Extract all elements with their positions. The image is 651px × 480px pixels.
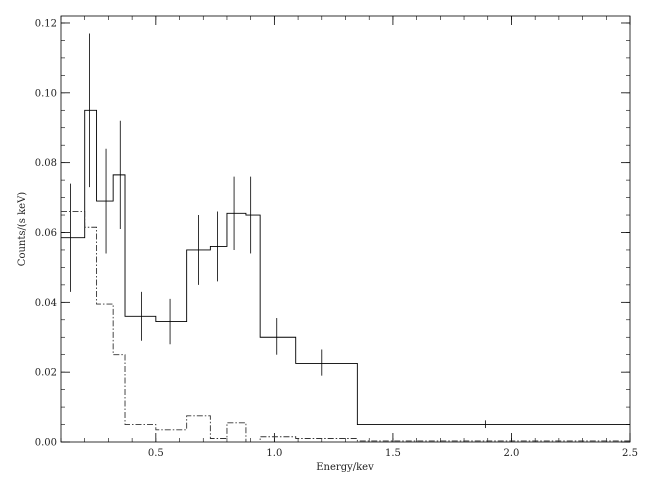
y-tick-label: 0.08 [35,158,57,169]
series-layer [61,33,630,443]
y-axis-ticks: 0.00 0.02 0.04 0.06 0.08 0.10 0.12 [35,18,630,449]
series-1-step-line [61,211,630,443]
series-0 [61,33,630,429]
y-tick-label: 0.00 [35,438,57,449]
x-tick-label: 1.5 [385,448,401,459]
y-tick-label: 0.12 [35,18,57,29]
series-0-step-line [61,109,630,425]
x-tick-label: 2.5 [622,448,638,459]
minor-ticks [60,16,631,443]
y-axis-label: Counts/(s keV) [17,192,28,266]
x-axis-label: Energy/kev [316,462,374,473]
y-tick-label: 0.06 [35,228,57,239]
x-tick-label: 2.0 [504,448,520,459]
x-tick-label: 0.5 [148,448,164,459]
x-axis-ticks: 0.5 1.0 1.5 2.0 2.5 [148,16,638,459]
plot-frame [60,15,631,443]
y-tick-label: 0.02 [35,368,57,379]
y-tick-label: 0.04 [35,298,57,309]
series-1 [61,211,630,443]
x-tick-label: 1.0 [266,448,282,459]
y-tick-label: 0.10 [35,88,57,99]
